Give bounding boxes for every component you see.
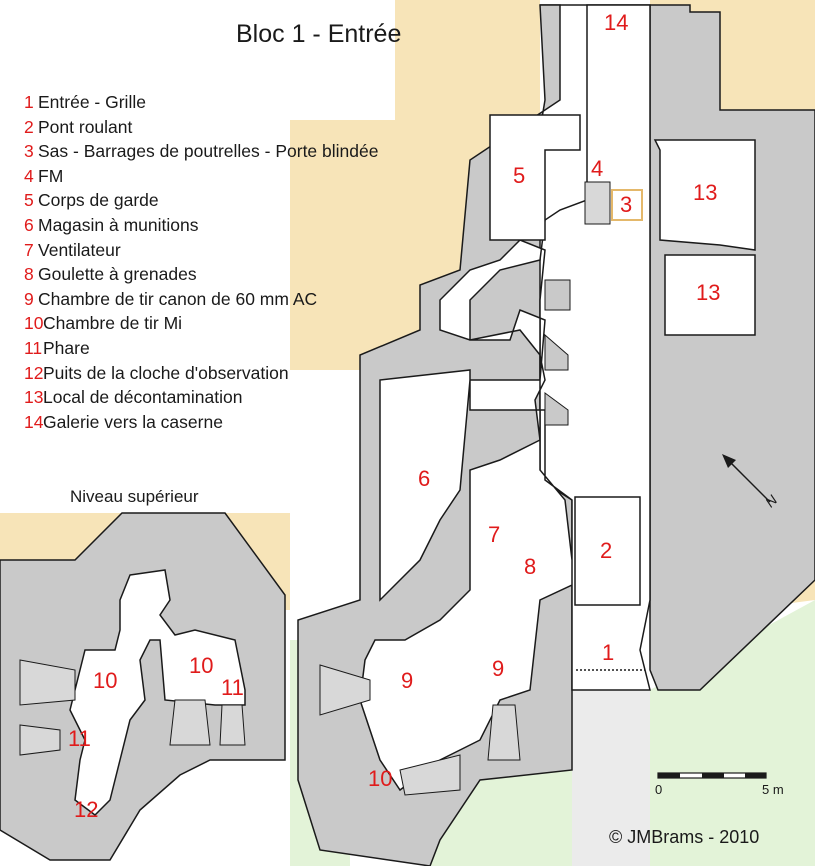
upper-room-label-11a: 11 — [221, 675, 244, 700]
copyright: © JMBrams - 2010 — [609, 827, 760, 847]
legend-item: 10Chambre de tir Mi — [24, 311, 378, 336]
legend-number: 1 — [24, 92, 34, 112]
legend-number: 9 — [24, 288, 34, 309]
upper-room-label-12: 12 — [74, 797, 99, 822]
scale-bar — [657, 772, 767, 779]
scale-end-label: 5 m — [762, 782, 784, 797]
legend-number: 7 — [24, 239, 34, 260]
legend-label: Phare — [43, 337, 90, 358]
room-5-shape — [489, 114, 581, 241]
upper-level-title: Niveau supérieur — [70, 487, 199, 506]
legend-label: Chambre de tir canon de 60 mm AC — [38, 288, 318, 309]
legend-item: 11Phare — [24, 336, 378, 361]
room-label-9b: 9 — [492, 656, 505, 681]
room-label-6: 6 — [418, 466, 431, 491]
room-label-5: 5 — [513, 163, 526, 188]
room-label-13a: 13 — [693, 180, 718, 205]
embrasure-9 — [319, 664, 371, 716]
access-path — [572, 690, 650, 866]
legend-label: Sas - Barrages de poutrelles - Porte bli… — [38, 141, 379, 162]
room-label-10: 10 — [368, 766, 393, 791]
diagram-title: Bloc 1 - Entrée — [236, 20, 402, 48]
legend-label: Entrée - Grille — [38, 92, 146, 112]
upper-room-label-11b: 11 — [68, 726, 91, 751]
upper-embrasure-2 — [19, 724, 61, 756]
room-13b-shape — [664, 254, 756, 336]
legend-number: 4 — [24, 165, 34, 186]
legend-number: 2 — [24, 116, 34, 137]
legend-label: Corps de garde — [38, 190, 159, 211]
room-label-2: 2 — [600, 538, 613, 563]
room-label-1: 1 — [602, 640, 615, 665]
legend-number: 3 — [24, 141, 34, 162]
legend-label: Chambre de tir Mi — [43, 313, 183, 334]
pillar-1 — [544, 279, 571, 311]
fm-stair — [584, 181, 611, 225]
upper-room-label-10a: 10 — [93, 668, 118, 693]
legend-number: 11 — [24, 337, 43, 358]
upper-embrasure-1 — [19, 659, 76, 706]
north-arrow-icon — [722, 454, 771, 503]
legend-item: 14Galerie vers la caserne — [24, 410, 378, 435]
room-label-4: 4 — [591, 156, 604, 181]
room-2-shape — [574, 496, 641, 606]
legend-label: Ventilateur — [38, 239, 121, 260]
legend-number: 12 — [24, 362, 44, 383]
legend-number: 5 — [24, 190, 34, 211]
legend-number: 13 — [24, 387, 44, 408]
legend-number: 8 — [24, 264, 34, 285]
upper-embrasure-3 — [169, 699, 211, 746]
upper-level-interior — [69, 569, 246, 816]
legend-label: Pont roulant — [38, 116, 133, 137]
upper-room-label-10b: 10 — [189, 653, 214, 678]
legend-label: FM — [38, 165, 64, 186]
legend-item: 13Local de décontamination — [24, 385, 378, 410]
legend-label: Goulette à grenades — [38, 264, 197, 285]
room-label-13b: 13 — [696, 280, 721, 305]
pillar-3 — [544, 392, 569, 426]
sas-shape — [611, 189, 643, 221]
sand-ground-left — [290, 0, 540, 370]
room-label-3: 3 — [620, 192, 633, 217]
pillar-2 — [544, 333, 569, 371]
legend-number: 14 — [24, 411, 44, 432]
green-ground-right — [650, 600, 815, 866]
legend-label: Magasin à munitions — [38, 214, 199, 235]
legend-label: Galerie vers la caserne — [43, 411, 223, 432]
legend-label: Local de décontamination — [43, 387, 243, 408]
room-label-8: 8 — [524, 554, 537, 579]
legend-item: 12Puits de la cloche d'observation — [24, 361, 378, 386]
sand-ground-upper — [0, 513, 122, 560]
scale-start-label: 0 — [655, 782, 663, 797]
legend-label: Puits de la cloche d'observation — [43, 362, 289, 383]
upper-embrasure-4 — [219, 704, 246, 746]
legend-number: 10 — [24, 313, 44, 334]
room-13a-shape — [653, 139, 756, 251]
embrasure-9b — [487, 704, 521, 761]
room-label-7: 7 — [488, 522, 501, 547]
legend-number: 6 — [24, 214, 34, 235]
room-label-9a: 9 — [401, 668, 414, 693]
room-label-14: 14 — [604, 10, 629, 35]
embrasure-10 — [399, 754, 461, 796]
